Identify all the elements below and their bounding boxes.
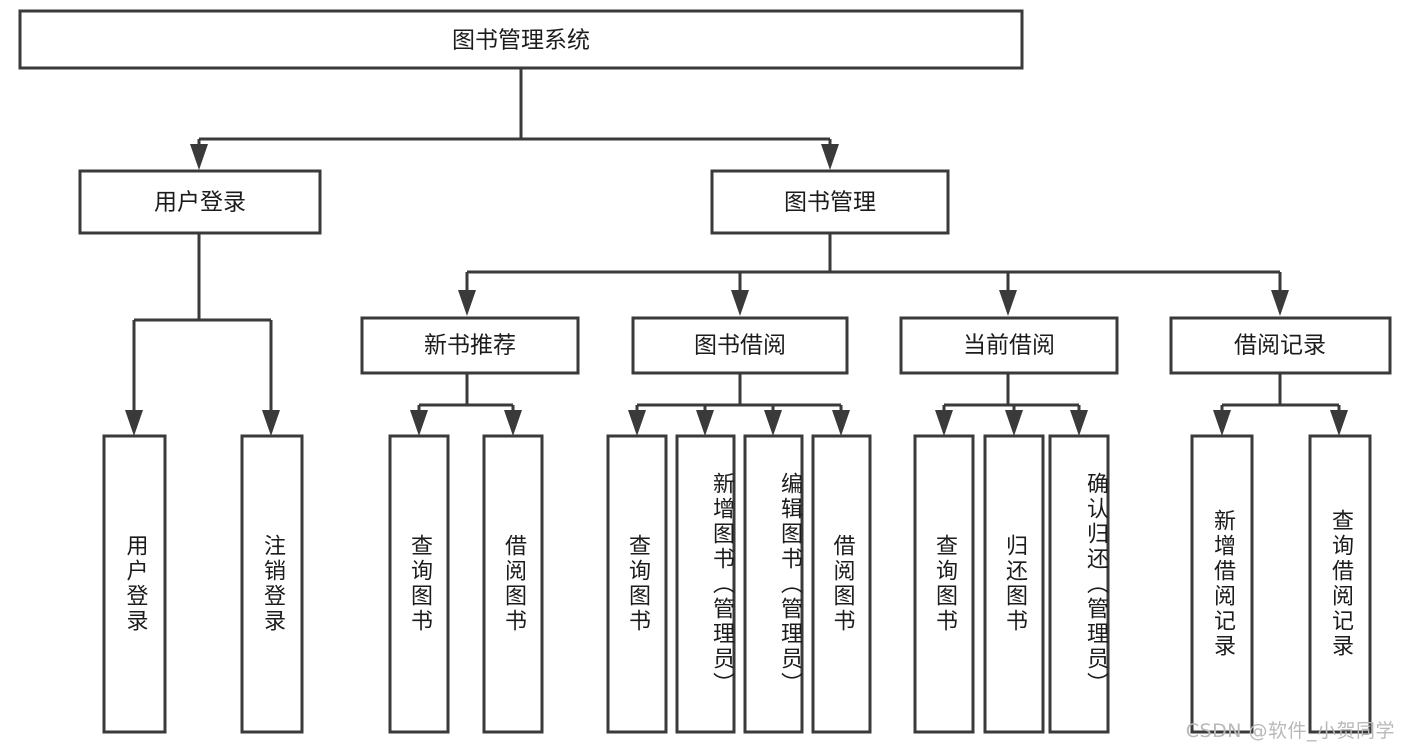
node-book-manage[interactable]: 图书管理 [710, 169, 950, 235]
leaf-box-return-book[interactable] [983, 434, 1045, 734]
node-root[interactable]: 图书管理系统 [18, 9, 1024, 70]
arrow-icon-newbook-leaf-2 [504, 410, 522, 436]
node-current-borrow-box[interactable] [899, 316, 1119, 375]
node-root-box[interactable] [18, 9, 1024, 70]
node-book-manage-box[interactable] [710, 169, 950, 235]
leaf-box-user-login[interactable] [102, 434, 167, 734]
leaf-box-query-record[interactable] [1308, 434, 1372, 734]
leaf-box-edit-book[interactable] [743, 434, 804, 734]
leaf-box-borrow-book-2[interactable] [811, 434, 872, 734]
arrow-icon-to-leaf-logout [262, 410, 280, 436]
connector-group-book-manage [458, 233, 1289, 316]
node-root-label: 图书管理系统 [452, 28, 590, 54]
node-user-login-box[interactable] [78, 169, 322, 235]
arrow-icon-currentborrow-leaf-2 [1005, 410, 1023, 436]
leaf-box-borrow-book-1[interactable] [482, 434, 544, 734]
node-user-login-label: 用户登录 [154, 190, 246, 216]
leaf-box-query-book-1[interactable] [388, 434, 450, 734]
node-book-manage-label: 图书管理 [784, 190, 876, 216]
node-new-book-rec-box[interactable] [360, 316, 580, 375]
connector-group-user-login [125, 233, 280, 436]
arrow-icon-currentborrow-leaf-1 [935, 410, 953, 436]
node-current-borrow[interactable]: 当前借阅 [899, 316, 1119, 375]
node-new-book-rec-label: 新书推荐 [424, 333, 516, 359]
csdn-watermark: CSDN @软件_小贺同学 [1185, 720, 1395, 742]
arrow-icon-to-new-book-rec [458, 290, 476, 316]
leaf-box-logout[interactable] [240, 434, 304, 734]
node-user-login[interactable]: 用户登录 [78, 169, 322, 235]
node-borrow-record-box[interactable] [1169, 316, 1392, 375]
leaf-boxes [102, 434, 1372, 734]
connector-group-new-book-rec [410, 373, 522, 436]
connector-group-root [190, 68, 839, 170]
node-current-borrow-label: 当前借阅 [963, 333, 1055, 359]
node-book-borrow-box[interactable] [631, 316, 849, 375]
connector-group-current-borrow [935, 373, 1088, 436]
arrow-icon-currentborrow-leaf-3 [1070, 410, 1088, 436]
arrow-icon-bookborrow-leaf-2 [696, 410, 714, 436]
leaf-box-add-record[interactable] [1190, 434, 1254, 734]
connector-group-book-borrow [628, 373, 850, 436]
arrow-icon-bookborrow-leaf-1 [628, 410, 646, 436]
leaf-box-query-book-3[interactable] [913, 434, 975, 734]
leaf-box-confirm-return[interactable] [1048, 434, 1110, 734]
arrow-icon-to-book-borrow [731, 290, 749, 316]
node-book-borrow-label: 图书借阅 [694, 333, 786, 359]
arrow-icon-root-to-book-manage [821, 144, 839, 170]
arrow-icon-to-leaf-user-login [125, 410, 143, 436]
arrow-icon-borrowrecord-leaf-1 [1213, 410, 1231, 436]
arrow-icon-bookborrow-leaf-4 [832, 410, 850, 436]
arrow-icon-bookborrow-leaf-3 [764, 410, 782, 436]
arrow-icon-borrowrecord-leaf-2 [1330, 410, 1348, 436]
leaf-box-add-book[interactable] [675, 434, 736, 734]
node-book-borrow[interactable]: 图书借阅 [631, 316, 849, 375]
node-borrow-record[interactable]: 借阅记录 [1169, 316, 1392, 375]
connector-group-borrow-record [1213, 373, 1348, 436]
arrow-icon-to-current-borrow [999, 290, 1017, 316]
arrow-icon-root-to-user-login [190, 144, 208, 170]
arrow-icon-to-borrow-record [1271, 290, 1289, 316]
node-new-book-rec[interactable]: 新书推荐 [360, 316, 580, 375]
node-borrow-record-label: 借阅记录 [1234, 333, 1326, 359]
leaf-box-query-book-2[interactable] [606, 434, 668, 734]
arrow-icon-newbook-leaf-1 [410, 410, 428, 436]
